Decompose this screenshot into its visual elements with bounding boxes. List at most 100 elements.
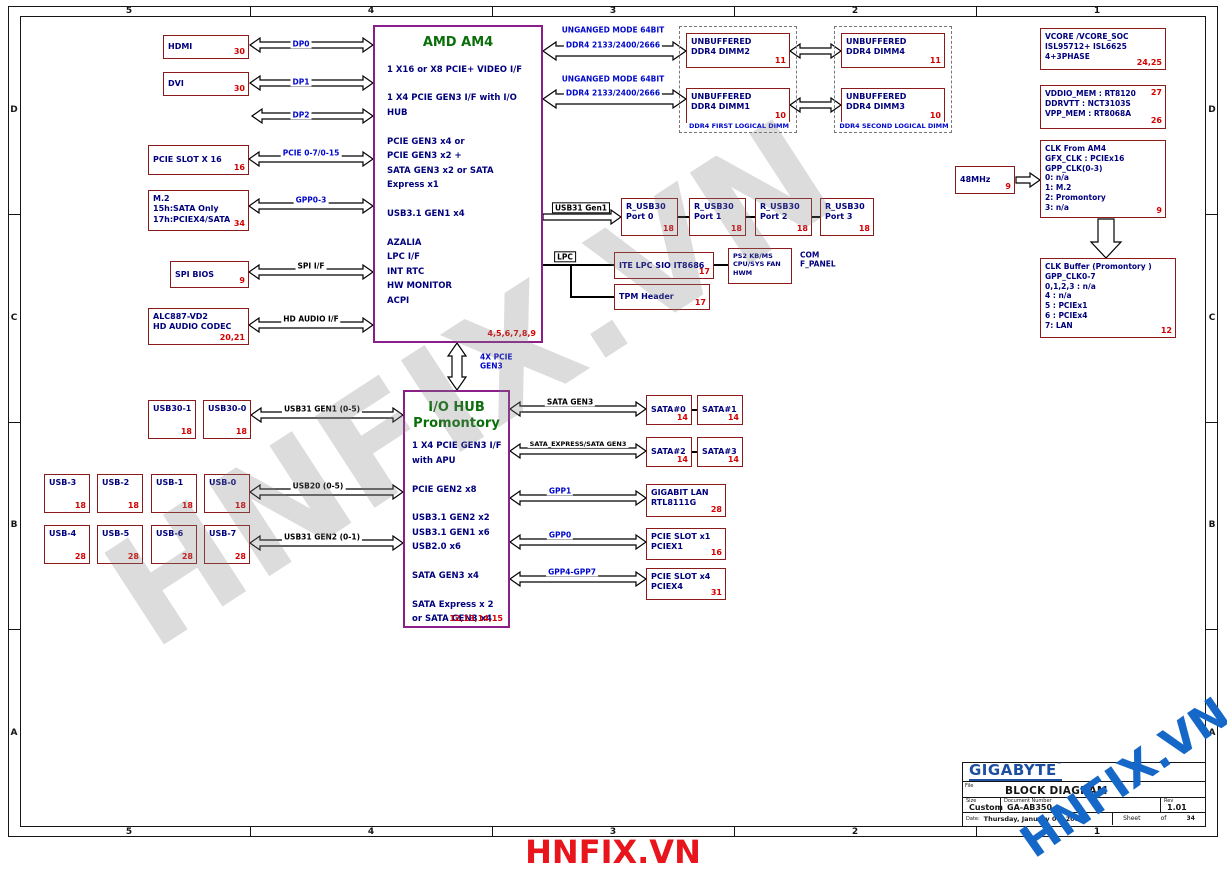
bus-label-gpp1: GPP1 [546, 486, 574, 496]
document-title: BLOCK DIAGRAM [1005, 785, 1108, 797]
bus-label-dimm-second: DDR4 SECOND LOGICAL DIMM [837, 121, 951, 131]
bus-label-ddr-speed-2: DDR4 2133/2400/2666 [563, 88, 663, 98]
connector-line-4 [692, 451, 697, 453]
bus-arrow-usb31-gen1-cpu [542, 208, 623, 226]
sheet-border-outer [8, 6, 1218, 837]
ruler-tick [1206, 629, 1218, 631]
connector-line-3 [692, 409, 697, 411]
zone-row-left-B: B [10, 520, 18, 531]
title-block-logo-row: GIGABYTE™ [963, 761, 1205, 782]
ruler-tick [250, 6, 252, 16]
bus-label-pcie07: PCIE 0-7/0-15 [280, 148, 342, 158]
bus-arrow-clk-to-buffer [1089, 218, 1123, 259]
ruler-tick [734, 6, 736, 16]
connector-line-5 [714, 264, 728, 266]
title-block-date-row: Date: Thursday, January 04, 2018 Sheet o… [963, 813, 1205, 825]
bus-label-unganged-1: UNGANGED MODE 64BIT [561, 25, 665, 35]
bus-arrow-dp1 [248, 74, 375, 92]
watermark-bottom: HNFIX.VN [525, 833, 701, 871]
bus-label-dp2: DP2 [290, 110, 312, 120]
size-cell: Size Custom [963, 798, 1003, 812]
ruler-tick [8, 629, 20, 631]
block-vcore-vrm: VCORE /VCORE_SOC ISL95712+ ISL6625 4+3PH… [1040, 28, 1166, 70]
zone-col-top-3: 3 [609, 6, 617, 16]
block-clk-buffer: CLK Buffer (Promontory ) GPP_CLK0-7 0,1,… [1040, 258, 1176, 338]
zone-row-left-D: D [10, 104, 18, 115]
bus-arrow-gpp0 [508, 533, 648, 551]
zone-row-right-D: D [1208, 104, 1216, 115]
bus-label-hdaudio: HD AUDIO I/F [281, 314, 341, 324]
bus-label-unganged-2: UNGANGED MODE 64BIT [561, 74, 665, 84]
zone-row-left-A: A [10, 728, 18, 739]
zone-row-left-C: C [10, 312, 18, 323]
bus-arrow-clk-48mhz [1015, 171, 1042, 189]
bus-label-pcie4x: 4X PCIE GEN3 [480, 352, 513, 371]
zone-row-right-A: A [1208, 728, 1216, 739]
file-label: File [965, 783, 974, 789]
zone-col-bottom-1: 1 [1093, 827, 1101, 837]
connector-line-2 [812, 216, 820, 218]
connector-line-8 [570, 296, 614, 298]
ruler-tick [8, 213, 20, 215]
zone-col-top-2: 2 [851, 6, 859, 16]
bus-arrow-dp0 [248, 36, 375, 54]
chip-io-hub-promontory: I/O HUB Promontory 1 X4 PCIE GEN3 I/F wi… [403, 390, 510, 628]
zone-row-right-B: B [1208, 520, 1216, 531]
chip-amd-am4-title: AMD AM4 [422, 35, 494, 50]
document-number-cell: Document Number GA-AB350 [1001, 798, 1161, 812]
title-block: GIGABYTE™ File BLOCK DIAGRAM Size Custom… [962, 762, 1206, 827]
connector-line-0 [678, 216, 689, 218]
block-clk-from-am4: CLK From AM4 GFX_CLK : PCIEx16 GPP_CLK(0… [1040, 140, 1166, 218]
chip-amd-am4: AMD AM4 1 X16 or X8 PCIE+ VIDEO I/F 1 X4… [373, 25, 543, 343]
ruler-tick [734, 827, 736, 837]
ruler-tick [1206, 213, 1218, 215]
ruler-tick [492, 827, 494, 837]
ddr4-first-logical-dimm-group [679, 26, 797, 133]
chip-io-hub-features: 1 X4 PCIE GEN3 I/F with APU PCIE GEN2 x8… [412, 441, 502, 625]
sheet-border-inner [20, 16, 1206, 827]
bus-label-com-fpanel: COM F_PANEL [800, 250, 836, 269]
bus-label-hub-usb31gen2: USB31 GEN2 (0-1) [281, 532, 363, 542]
bus-label-sata-express: SATA_EXPRESS/SATA GEN3 [527, 439, 629, 449]
bus-arrow-pcie-4x-link [446, 341, 468, 392]
bus-label-hub-usb31gen1: USB31 GEN1 (0-5) [281, 404, 363, 414]
zone-col-bottom-5: 5 [125, 827, 133, 837]
ruler-tick [8, 421, 20, 423]
ddr4-second-logical-dimm-group [834, 26, 952, 133]
ruler-tick [976, 827, 978, 837]
chip-amd-am4-page-ref: 4,5,6,7,8,9 [487, 329, 536, 338]
bus-label-dp1: DP1 [290, 77, 312, 87]
bus-arrow-dp2 [250, 107, 375, 125]
zone-col-bottom-4: 4 [367, 827, 375, 837]
block-vddio-mem: VDDIO_MEM : RT8120 DDRVTT : NCT3103S VPP… [1040, 85, 1166, 129]
zone-col-top-5: 5 [125, 6, 133, 16]
chip-amd-am4-features: 1 X16 or X8 PCIE+ VIDEO I/F 1 X4 PCIE GE… [387, 64, 523, 306]
bus-label-gpp0: GPP0 [546, 530, 574, 540]
bus-label-gpp47: GPP4-GPP7 [546, 567, 598, 577]
gigabyte-logo: GIGABYTE™ [969, 761, 1063, 781]
bus-label-ddr-speed-1: DDR4 2133/2400/2666 [563, 40, 663, 50]
